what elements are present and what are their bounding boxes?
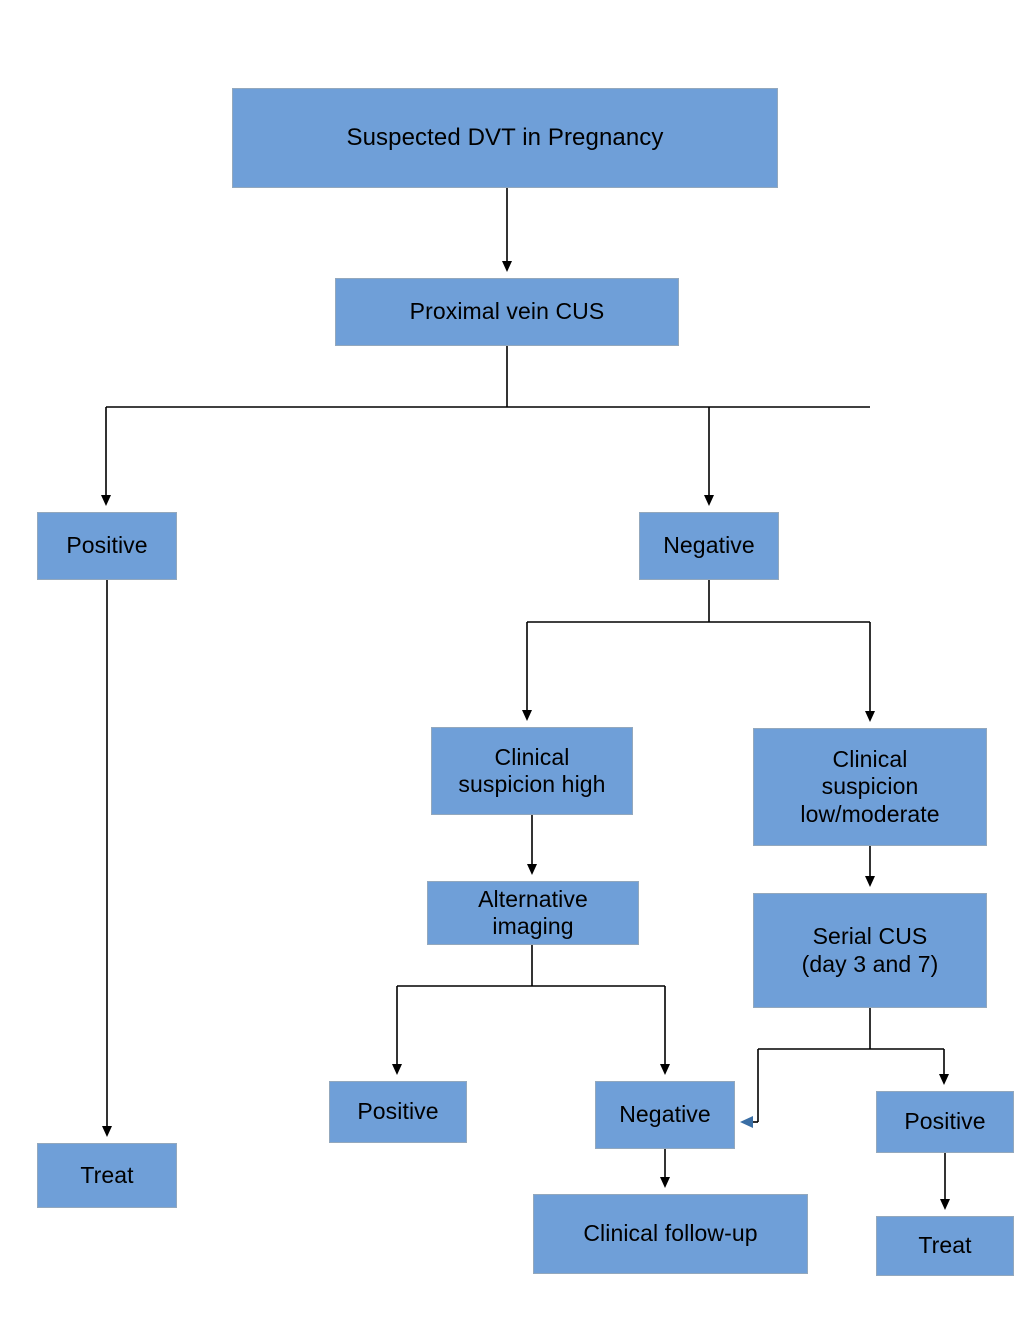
node-suspLow[interactable]: Clinical suspicion low/moderate [753,728,987,846]
node-treat1[interactable]: Treat [37,1143,177,1208]
node-pos2[interactable]: Positive [329,1081,467,1143]
node-root[interactable]: Suspected DVT in Pregnancy [232,88,778,188]
node-serialCus[interactable]: Serial CUS (day 3 and 7) [753,893,987,1008]
node-followUp[interactable]: Clinical follow-up [533,1194,808,1274]
node-altImaging[interactable]: Alternative imaging [427,881,639,945]
node-neg2[interactable]: Negative [595,1081,735,1149]
node-pos1[interactable]: Positive [37,512,177,580]
node-pos3[interactable]: Positive [876,1091,1014,1153]
node-cus[interactable]: Proximal vein CUS [335,278,679,346]
node-suspHigh[interactable]: Clinical suspicion high [431,727,633,815]
node-neg1[interactable]: Negative [639,512,779,580]
node-treat2[interactable]: Treat [876,1216,1014,1276]
